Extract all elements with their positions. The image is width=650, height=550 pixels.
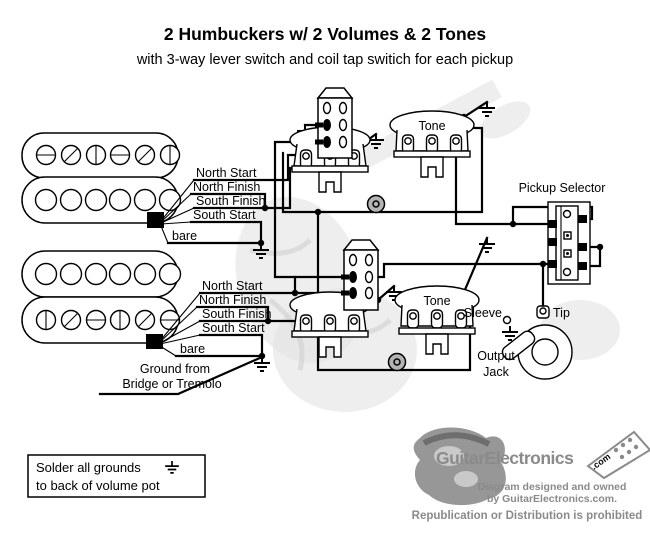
wire-bridge-south-start xyxy=(198,333,264,358)
bridge-ground-note: Ground from xyxy=(140,362,210,376)
neck-screw-coil xyxy=(35,144,181,166)
pot-shaft xyxy=(318,336,342,358)
page-title: 2 Humbuckers w/ 2 Volumes & 2 Tones xyxy=(164,24,486,44)
neck-wire-labels: North Start North Finish South Finish So… xyxy=(172,166,266,243)
bridge-humbucker xyxy=(21,250,201,357)
neck-humbucker xyxy=(21,132,195,244)
capacitor-1 xyxy=(366,194,386,214)
wire-label: bare xyxy=(172,229,197,243)
pot-shaft xyxy=(318,171,342,193)
wire-label: North Start xyxy=(202,279,263,293)
pot-lug xyxy=(406,309,468,329)
selector-terminal xyxy=(578,215,587,223)
header: 2 Humbuckers w/ 2 Volumes & 2 Tones with… xyxy=(136,24,513,68)
wire-selector-jumper-right xyxy=(585,245,602,268)
wire-label: bare xyxy=(180,342,205,356)
wire-tone1-case-ground xyxy=(462,100,489,119)
pickup-selector-label: Pickup Selector xyxy=(519,181,606,195)
selector-mount-screw xyxy=(562,209,572,219)
wire-label: North Start xyxy=(196,166,257,180)
junction-dots xyxy=(257,113,604,360)
jack-tip-label: Tip xyxy=(553,306,570,320)
bridge-screw-coil xyxy=(35,309,181,331)
pickup-selector-switch: Pickup Selector xyxy=(519,181,606,285)
wire-label: North Finish xyxy=(199,293,266,307)
wire-neck-north-finish xyxy=(189,192,267,210)
selector-terminal xyxy=(548,260,557,268)
logo-brand-text: GuitarElectronics xyxy=(436,448,574,468)
bridge-cable-exit xyxy=(146,334,163,349)
neck-slug-coil xyxy=(34,188,182,212)
page-subtitle: with 3-way lever switch and coil tap swi… xyxy=(136,52,513,68)
wire-neck-hot xyxy=(454,156,551,226)
selector-terminal xyxy=(578,262,587,270)
wire-bridge-hot xyxy=(371,262,551,279)
selector-terminal xyxy=(578,243,587,251)
wire-label: South Finish xyxy=(202,307,272,321)
jack-sleeve-label: Sleeve xyxy=(464,306,502,320)
logo-notice: Republication or Distribution is prohibi… xyxy=(412,510,643,522)
output-jack: Sleeve Tip Output Jack xyxy=(464,305,573,380)
wire-bridge-north-finish xyxy=(195,305,270,323)
selector-mount-screw xyxy=(562,267,572,277)
tone-pot-label: Tone xyxy=(418,119,445,133)
wire-label: South Start xyxy=(193,208,256,222)
wire-pot1-ground-box xyxy=(281,126,484,214)
bridge-slug-coil xyxy=(34,262,182,286)
wire-bridge-ground-lead xyxy=(98,355,264,396)
neck-cable-exit xyxy=(147,212,164,228)
tone-pot-label: Tone xyxy=(423,294,450,308)
logo-credit-line1: Diagram designed and owned xyxy=(478,481,627,493)
jack-caption: Output xyxy=(477,349,515,363)
coil-tap-switch-2 xyxy=(341,239,380,311)
bridge-wire-fan xyxy=(159,292,201,357)
neck-wire-fan xyxy=(160,179,195,244)
logo-face xyxy=(413,427,506,506)
pot-shaft xyxy=(425,333,449,355)
wire-label: North Finish xyxy=(193,180,260,194)
guitarelectronics-logo: GuitarElectronics .com Diagram designed … xyxy=(412,427,650,522)
wire-neck-south-start xyxy=(189,220,263,245)
ground-icon xyxy=(501,325,519,341)
pot-shaft xyxy=(420,156,444,178)
tone-pot-1: Tone xyxy=(389,110,475,178)
selector-terminal xyxy=(548,238,557,246)
wire-label: South Finish xyxy=(196,194,266,208)
selector-terminal xyxy=(548,220,557,228)
wire-label: South Start xyxy=(202,321,265,335)
pot-lug xyxy=(401,134,463,154)
pot-lug xyxy=(299,314,361,334)
tone-pot-2: Tone xyxy=(394,285,480,355)
capacitor-2 xyxy=(387,352,407,372)
bridge-wire-labels: North Start North Finish South Finish So… xyxy=(122,279,271,391)
solder-note-line2: to back of volume pot xyxy=(36,478,160,493)
logo-credit-line2: by GuitarElectronics.com. xyxy=(487,493,617,505)
logo-headstock xyxy=(586,430,650,480)
solder-note-box: Solder all grounds to back of volume pot xyxy=(27,454,206,498)
jack-caption: Jack xyxy=(483,365,509,379)
bridge-ground-note: Bridge or Tremolo xyxy=(122,377,221,391)
jack-sleeve-lug xyxy=(501,330,536,361)
coil-tap-switch-1 xyxy=(315,87,354,159)
solder-note-line1: Solder all grounds xyxy=(36,460,141,475)
